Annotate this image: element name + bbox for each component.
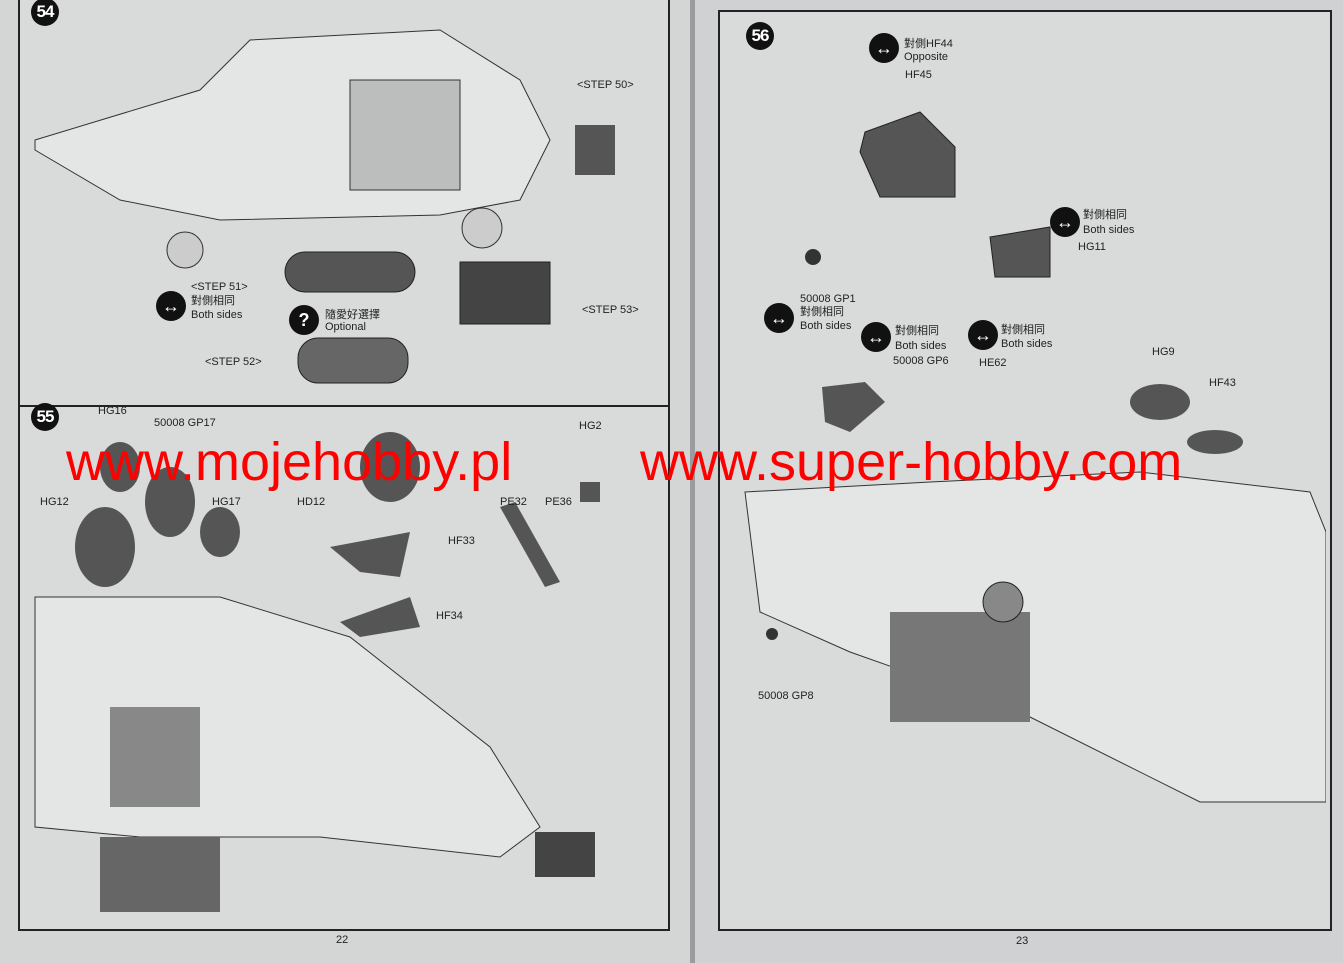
both-sides-icon: ↔: [1050, 207, 1080, 237]
label-optional-en: Optional: [325, 321, 366, 333]
step-54-badge: 54: [31, 0, 59, 26]
label-both-cn: 對側相同: [191, 295, 235, 307]
both-sides-icon: ↔: [861, 322, 891, 352]
label-hg17: HG17: [212, 496, 241, 508]
optional-icon: ?: [289, 305, 319, 335]
step-56-badge: 56: [746, 22, 774, 50]
label-hd12: HD12: [297, 496, 326, 508]
label-pe36: PE36: [545, 496, 572, 508]
label-both-cn: 對側相同: [800, 306, 844, 318]
label-both-en: Both sides: [1001, 338, 1053, 350]
watermark-left: www.mojehobby.pl: [66, 432, 513, 492]
label-both-en: Both sides: [895, 340, 947, 352]
watermark-right: www.super-hobby.com: [640, 432, 1183, 492]
label-step53: <STEP 53>: [582, 304, 639, 316]
label-he62: HE62: [979, 357, 1007, 369]
label-hg9: HG9: [1152, 346, 1175, 358]
page-number-left: 22: [336, 934, 349, 946]
label-hf43: HF43: [1209, 377, 1236, 389]
both-sides-icon: ↔: [968, 320, 998, 350]
label-hf45: HF45: [905, 69, 932, 81]
label-opposite-cn: 對側HF44: [904, 38, 953, 50]
label-pe32: PE32: [500, 496, 527, 508]
step-55-drawing: [34, 432, 600, 912]
label-gp6: 50008 GP6: [893, 355, 949, 367]
label-step50: <STEP 50>: [577, 79, 634, 91]
label-hf34: HF34: [436, 610, 463, 622]
label-step51: <STEP 51>: [191, 281, 248, 293]
label-gp8: 50008 GP8: [758, 690, 814, 702]
label-both-en: Both sides: [191, 309, 243, 321]
label-hg2: HG2: [579, 420, 602, 432]
step-55-badge: 55: [31, 403, 59, 431]
page-number-right: 23: [1016, 935, 1029, 947]
label-both-cn: 對側相同: [895, 325, 939, 337]
step-54-helicopter-drawing: [34, 29, 615, 384]
step-56-panel: [718, 10, 1332, 931]
both-sides-icon: ↔: [156, 291, 186, 321]
label-optional-cn: 隨愛好選擇: [325, 309, 380, 321]
label-opposite-en: Opposite: [904, 51, 949, 63]
step-56-drawing: [744, 111, 1326, 803]
label-hg16: HG16: [98, 405, 127, 417]
label-both-en: Both sides: [800, 320, 852, 332]
label-hg11: HG11: [1078, 241, 1106, 253]
label-hg12: HG12: [40, 496, 69, 508]
label-both-en: Both sides: [1083, 224, 1135, 236]
label-step52: <STEP 52>: [205, 356, 262, 368]
label-gp17: 50008 GP17: [154, 417, 216, 429]
label-gp1: 50008 GP1: [800, 293, 856, 305]
label-both-cn: 對側相同: [1083, 209, 1127, 221]
label-hf33: HF33: [448, 535, 475, 547]
both-sides-icon: ↔: [764, 303, 794, 333]
opposite-icon: ↔: [869, 33, 899, 63]
label-both-cn: 對側相同: [1001, 324, 1045, 336]
